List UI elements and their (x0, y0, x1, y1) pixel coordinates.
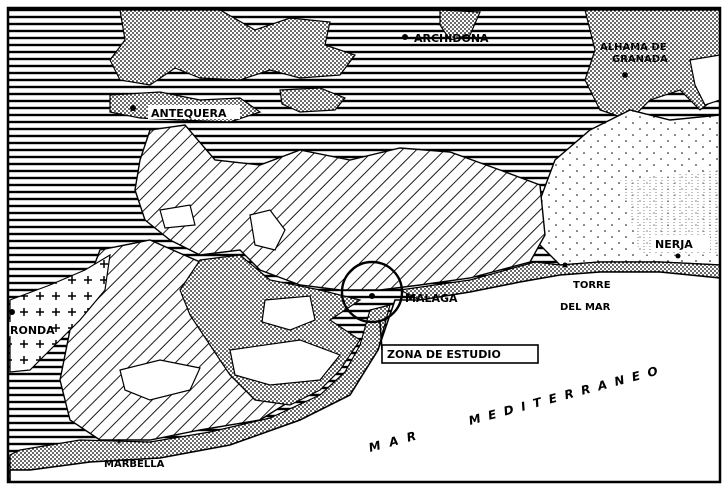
terrain-white-blob-5 (159, 204, 196, 229)
town-marker-nerja (675, 253, 681, 259)
town-label-antequera: ANTEQUERA (151, 107, 227, 120)
terrain-dotted-patch-small (279, 87, 346, 113)
town-label-archidona: ARCHIDONA (414, 32, 489, 45)
town-marker-malaga (369, 293, 375, 299)
terrain-east-vertical (620, 170, 720, 255)
town-label-alhama-2: GRANADA (612, 54, 668, 65)
town-marker-marbella: * (116, 437, 122, 451)
map-frame (6, 6, 722, 484)
town-marker-archidona (402, 34, 408, 40)
terrain-white-blob-2 (261, 295, 316, 331)
terrain-alhama-white (689, 54, 721, 106)
label-bg-antequera (148, 105, 240, 119)
terrain-ronda-crosses (9, 253, 111, 373)
terrain-white-blob-1 (249, 209, 286, 251)
town-marker-alhama (622, 72, 628, 78)
label-bg-ronda (8, 322, 52, 336)
town-label-torre-1: TORRE (573, 280, 611, 291)
town-marker-torre (562, 262, 568, 268)
town-label-malaga: MALAGA (405, 292, 458, 305)
terrain-dotted-patch-top (439, 9, 481, 41)
town-label-marbella: MARBELLA (104, 459, 165, 470)
study-zone-box (381, 344, 539, 364)
terrain-dotted-north (109, 9, 356, 86)
study-zone-circle (340, 260, 404, 324)
terrain-diagonal-central (134, 124, 546, 291)
label-bg-nerja (652, 236, 710, 250)
town-label-ronda: RONDA (10, 324, 55, 337)
town-label-alhama-1: ALHAMA DE (600, 42, 667, 53)
town-label-nerja: NERJA (655, 238, 693, 251)
terrain-white-blob-3 (229, 339, 341, 386)
town-marker-ronda (9, 309, 15, 315)
town-label-torre-2: DEL MAR (560, 302, 611, 313)
terrain-white-blob-4 (119, 359, 201, 401)
town-marker-antequera (130, 105, 136, 111)
study-zone-label: ZONA DE ESTUDIO (387, 348, 501, 361)
